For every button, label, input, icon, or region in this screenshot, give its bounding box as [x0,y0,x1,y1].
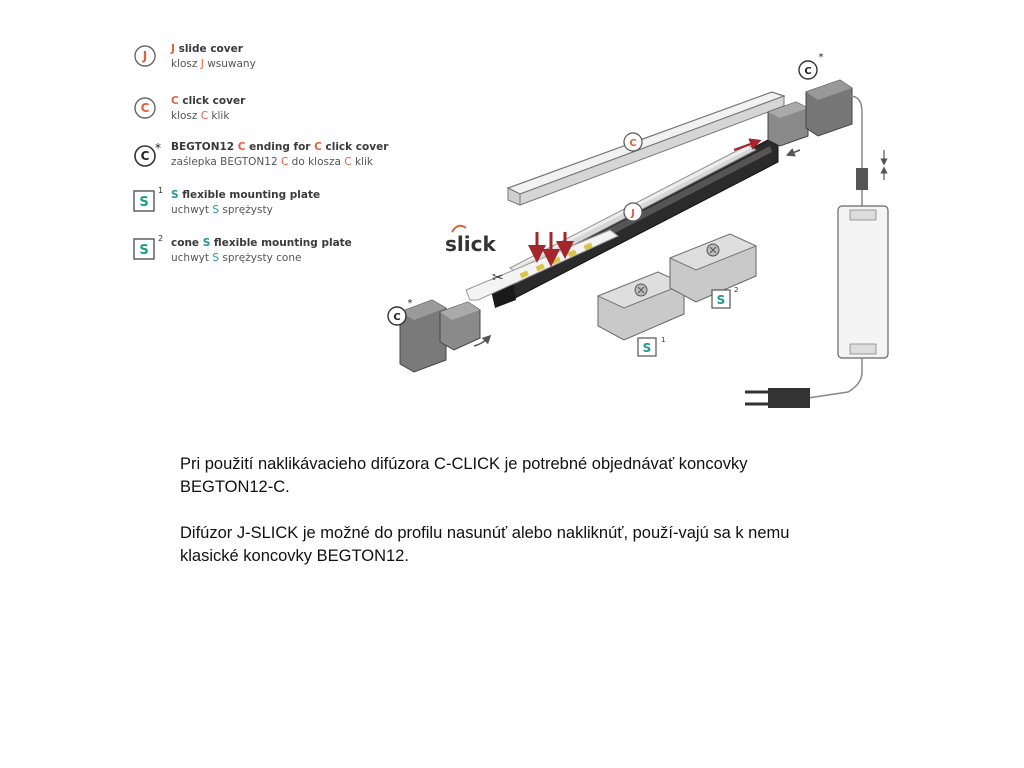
svg-text:J: J [142,49,147,63]
svg-text:C: C [141,149,150,163]
note-paragraph-c-click: Pri použití naklikávacieho difúzora C-CL… [180,455,748,496]
s-square-icon [711,289,731,309]
legend-text: S flexible mounting plate uchwyt S spręż… [171,189,321,216]
svg-text:*: * [155,142,161,155]
legend-item-j-slide-cover: J J slide cover klosz J wsuwany [133,40,433,80]
s-square-icon: S [133,190,157,214]
svg-text:S: S [139,243,148,258]
slick-swoosh-icon [451,224,467,233]
note-paragraph-j-slick: Difúzor J-SLICK je možné do profilu nasu… [180,524,790,565]
superscript-label: 2 [158,234,164,243]
assembly-diagram: C J slick [380,40,910,420]
mounting-plate-s2: S 2 [668,233,758,309]
svg-text:S: S [139,195,148,210]
legend-text: cone S flexible mounting plate uchwyt S … [171,237,352,264]
scissors-icon: ✂ [492,270,504,286]
svg-text:S: S [717,293,726,307]
svg-text:2: 2 [734,286,738,294]
cover-c-label: C [629,138,636,149]
legend-item-c-click-cover: C C click cover klosz C klik [133,92,433,132]
cover-j-label: J [630,208,635,219]
svg-text:S: S [643,341,652,355]
c-circle-icon [623,132,643,152]
left-end-caps: C * [387,298,492,373]
svg-text:1: 1 [661,336,665,344]
power-cable [849,95,888,206]
c-star-circle-icon [798,60,818,80]
s-square-icon [637,337,657,357]
slick-logo: slick [445,232,496,256]
power-supply [807,205,889,399]
legend-text: C click cover klosz C klik [171,95,246,122]
svg-text:C: C [393,312,400,323]
right-end-caps: C * [767,52,853,157]
j-circle-icon [623,202,643,222]
legend-item-s-flexible-plate: S 1 S flexible mounting plate uchwyt S s… [133,186,433,226]
svg-text:*: * [819,52,824,63]
legend-item-begton12-c-ending: C* BEGTON12 C ending for C click cover z… [133,138,433,178]
c-star-circle-icon: C* [133,142,161,167]
s-square-icon: S [133,238,157,262]
svg-text:C: C [804,66,811,77]
power-plug-icon [745,388,810,408]
c-star-circle-icon [387,306,407,326]
mounting-plate-s1: S 1 [596,271,686,357]
connector-icon [856,168,868,190]
press-arrows-icon [528,138,762,267]
superscript-label: 1 [158,186,164,195]
c-circle-icon: C [133,96,157,120]
legend-item-cone-s-plate: S 2 cone S flexible mounting plate uchwy… [133,234,433,274]
svg-text:C: C [141,101,150,115]
j-circle-icon: J [133,44,157,68]
legend-text: BEGTON12 C ending for C click cover zaśl… [171,141,389,168]
svg-text:*: * [408,298,413,309]
legend-text: J slide cover klosz J wsuwany [171,43,256,70]
assembly-drawing: C J slick [387,52,889,408]
c-click-cover: C [506,91,786,206]
